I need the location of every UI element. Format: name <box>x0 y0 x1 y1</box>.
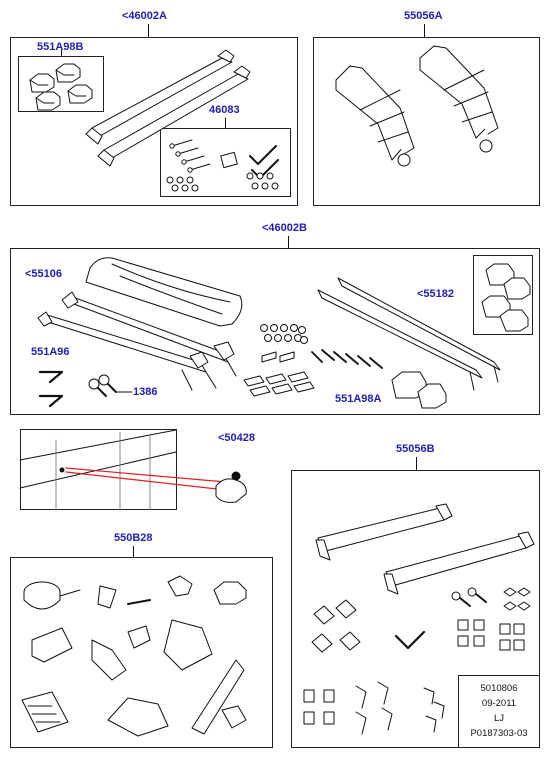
roof-bars-b <box>37 291 237 391</box>
keys-group <box>38 370 64 408</box>
callout-bike-carrier[interactable]: 550B28 <box>114 532 153 544</box>
stamp-line-3: LJ <box>493 713 505 724</box>
callout-ski-carrier-b[interactable]: 55056B <box>396 443 435 455</box>
lock-group <box>88 374 133 397</box>
stamp-box <box>458 675 540 748</box>
callout-ski-carrier-a[interactable]: 55056A <box>404 10 443 22</box>
foot-pad-group <box>29 63 93 111</box>
bar-bag <box>85 257 243 327</box>
leader-kit-a <box>148 24 149 37</box>
roof-bars-right <box>317 277 501 391</box>
callout-bar-left[interactable]: <55106 <box>25 268 63 280</box>
roof-bars-a <box>85 49 251 167</box>
leader-foot-pads <box>61 50 62 56</box>
leader-kit-b <box>288 236 289 248</box>
callout-pads-right[interactable]: <55182 <box>417 288 455 300</box>
leader-ski-carrier-a <box>424 24 425 37</box>
callout-foot-pads[interactable]: 551A98B <box>37 41 84 53</box>
stamp-block: 5010806 09-2011 LJ P0187303-03 <box>458 681 540 741</box>
callout-fixing-point[interactable]: <50428 <box>218 432 256 444</box>
bike-carrier-parts <box>21 575 247 737</box>
stamp-line-1: 5010806 <box>480 683 518 694</box>
pads-right <box>481 263 531 332</box>
callout-fitting-kit[interactable]: 46083 <box>209 104 240 116</box>
pad-single <box>391 371 447 409</box>
callout-kit-b[interactable]: <46002B <box>262 222 307 234</box>
leader-bike-carrier <box>133 546 134 557</box>
callout-keys[interactable]: 551A96 <box>31 346 70 358</box>
ski-carrier-a <box>335 45 499 167</box>
ski-carrier-b <box>315 503 535 595</box>
fixing-point-view <box>19 429 247 511</box>
callout-lock[interactable]: 1386 <box>133 386 158 398</box>
ski-carrier-b-parts <box>303 587 531 735</box>
leader-ski-carrier-b <box>416 457 417 470</box>
stamp-line-4: P0187303-03 <box>470 728 528 739</box>
mid-fixings <box>243 324 383 397</box>
callout-kit-a[interactable]: <46002A <box>122 10 167 22</box>
fitting-kit-parts <box>166 139 279 192</box>
callout-pad-single[interactable]: 551A98A <box>335 393 382 405</box>
stamp-line-2: 09-2011 <box>481 698 517 709</box>
leader-fitting-kit <box>225 118 226 128</box>
